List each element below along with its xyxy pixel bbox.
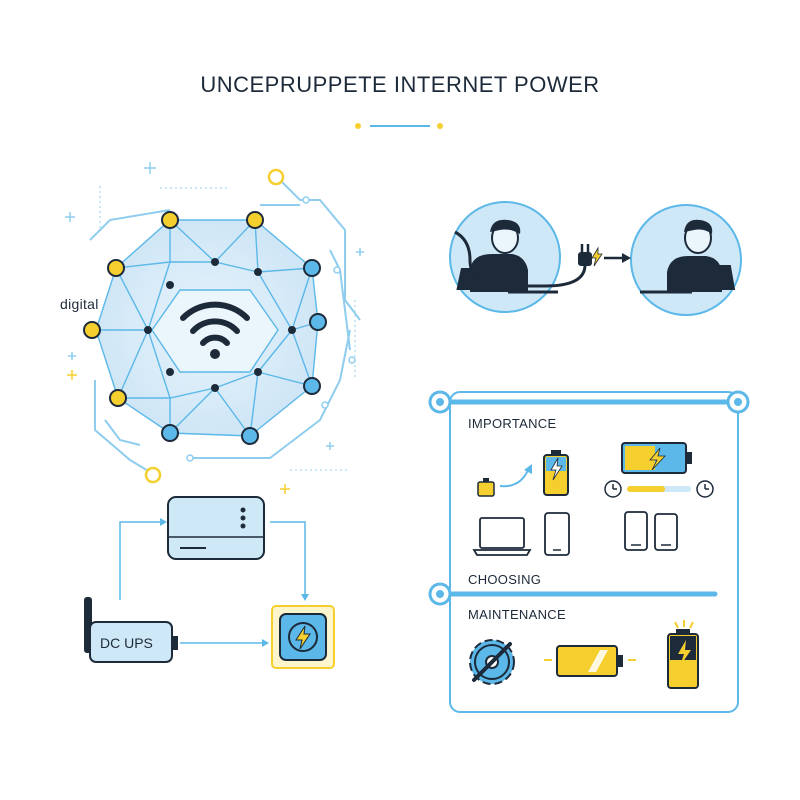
person-laptop-icon bbox=[640, 219, 736, 294]
title-divider bbox=[355, 123, 443, 129]
gear-icon bbox=[469, 639, 515, 685]
arrow-right-icon bbox=[604, 253, 631, 263]
ups-label: DC UPS bbox=[100, 635, 153, 651]
network-cluster bbox=[65, 162, 364, 494]
maintenance-heading: MAINTENANCE bbox=[468, 607, 566, 622]
phone-icon bbox=[544, 512, 570, 556]
choosing-heading: CHOOSING bbox=[468, 572, 542, 587]
outage-scene bbox=[449, 201, 742, 316]
laptop-icon bbox=[472, 517, 532, 556]
power-outlet-icon bbox=[271, 605, 335, 669]
battery-icon bbox=[543, 450, 569, 496]
phone-icon bbox=[624, 511, 648, 551]
battery-charging-icon bbox=[544, 645, 636, 677]
network-label: digital bbox=[60, 296, 99, 312]
battery-charging-icon bbox=[667, 620, 699, 689]
battery-icon bbox=[477, 478, 495, 497]
phone-icon bbox=[654, 513, 678, 551]
router-icon bbox=[167, 496, 265, 560]
clock-icon bbox=[604, 480, 622, 498]
battery-charging-icon bbox=[621, 442, 692, 474]
importance-heading: IMPORTANCE bbox=[468, 416, 557, 431]
power-flow bbox=[84, 496, 335, 669]
info-panel bbox=[428, 390, 750, 713]
plug-icon bbox=[578, 244, 603, 267]
ups-device bbox=[84, 597, 178, 663]
wifi-icon bbox=[180, 301, 250, 359]
page-title: UNCEPRUPPETE INTERNET POWER bbox=[200, 72, 600, 97]
clock-icon bbox=[696, 480, 714, 498]
